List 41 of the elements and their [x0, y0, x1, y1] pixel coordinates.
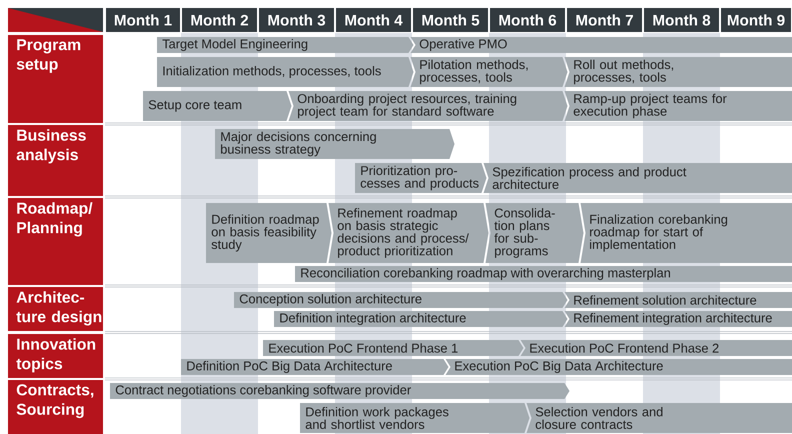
- timeline-bar: Onboarding project resources, training project team for standard software: [288, 91, 568, 121]
- category-header: Innovation topics: [8, 334, 103, 378]
- timeline-bar: Prioritization pro- cesses and products: [355, 163, 486, 193]
- timeline-bar: Definition integration architecture: [274, 311, 568, 327]
- timeline-bar: Definition work packages and shortlist vendors: [300, 403, 530, 433]
- timeline-bar: Selection vendors and closure contracts: [526, 403, 792, 433]
- timeline-bar: Consolida- tion plans for sub- programs: [486, 203, 584, 263]
- timeline-bar: Definition roadmap on basis feasibility study: [206, 203, 332, 263]
- timeline-bar: Target Model Engineering: [157, 37, 414, 53]
- month-header: Month 8: [644, 8, 719, 32]
- timeline-bar: Roll out methods, processes, tools: [564, 57, 792, 87]
- timeline-bar: Definition PoC Big Data Architecture: [181, 359, 448, 375]
- category-header: Architec- ture design: [8, 287, 103, 331]
- timeline-bar: Operative PMO: [410, 37, 792, 53]
- timeline-bar: Ramp-up project teams for execution phase: [564, 91, 792, 121]
- timeline-bar: Setup core team: [143, 91, 292, 121]
- month-header: Month 1: [106, 8, 180, 32]
- month-header: Month 7: [567, 8, 642, 32]
- month-header: Month 4: [336, 8, 411, 32]
- timeline-bar: Execution PoC Big Data Architecture: [446, 359, 792, 375]
- category-header: Program setup: [8, 35, 103, 123]
- timeline-bar: Conception solution architecture: [234, 292, 568, 308]
- month-header: Month 5: [413, 8, 488, 32]
- timeline-bar: Refinement integration architecture: [564, 311, 792, 327]
- category-header: Business analysis: [8, 125, 103, 196]
- month-header: Month 2: [182, 8, 257, 32]
- timeline-bar: Finalization corebanking roadmap for start of implementation: [580, 203, 792, 263]
- timeline-bar: Execution PoC Frontend Phase 1: [263, 340, 524, 356]
- timeline-bar: Refinement roadmap on basis strategic decisions and process/ product prioritization: [328, 203, 488, 263]
- timeline-bar: Refinement solution architecture: [564, 292, 792, 308]
- timeline-bar: Pilotation methods, processes, tools: [410, 57, 568, 87]
- month-header: Month 3: [259, 8, 334, 32]
- timeline-bar: Major decisions concerning business strategy: [215, 129, 454, 159]
- timeline-bar: Reconciliation corebanking roadmap with overarching masterplan: [295, 266, 792, 282]
- month-header: Month 9: [721, 8, 791, 32]
- category-header: Roadmap/ Planning: [8, 198, 103, 285]
- timeline-bar: Contract negotiations corebanking software provider: [110, 383, 570, 399]
- category-header: Contracts, Sourcing: [8, 380, 103, 434]
- month-header: Month 6: [490, 8, 565, 32]
- timeline-bar: Initialization methods, processes, tools: [157, 57, 414, 87]
- timeline-bar: Execution PoC Frontend Phase 2: [520, 340, 792, 356]
